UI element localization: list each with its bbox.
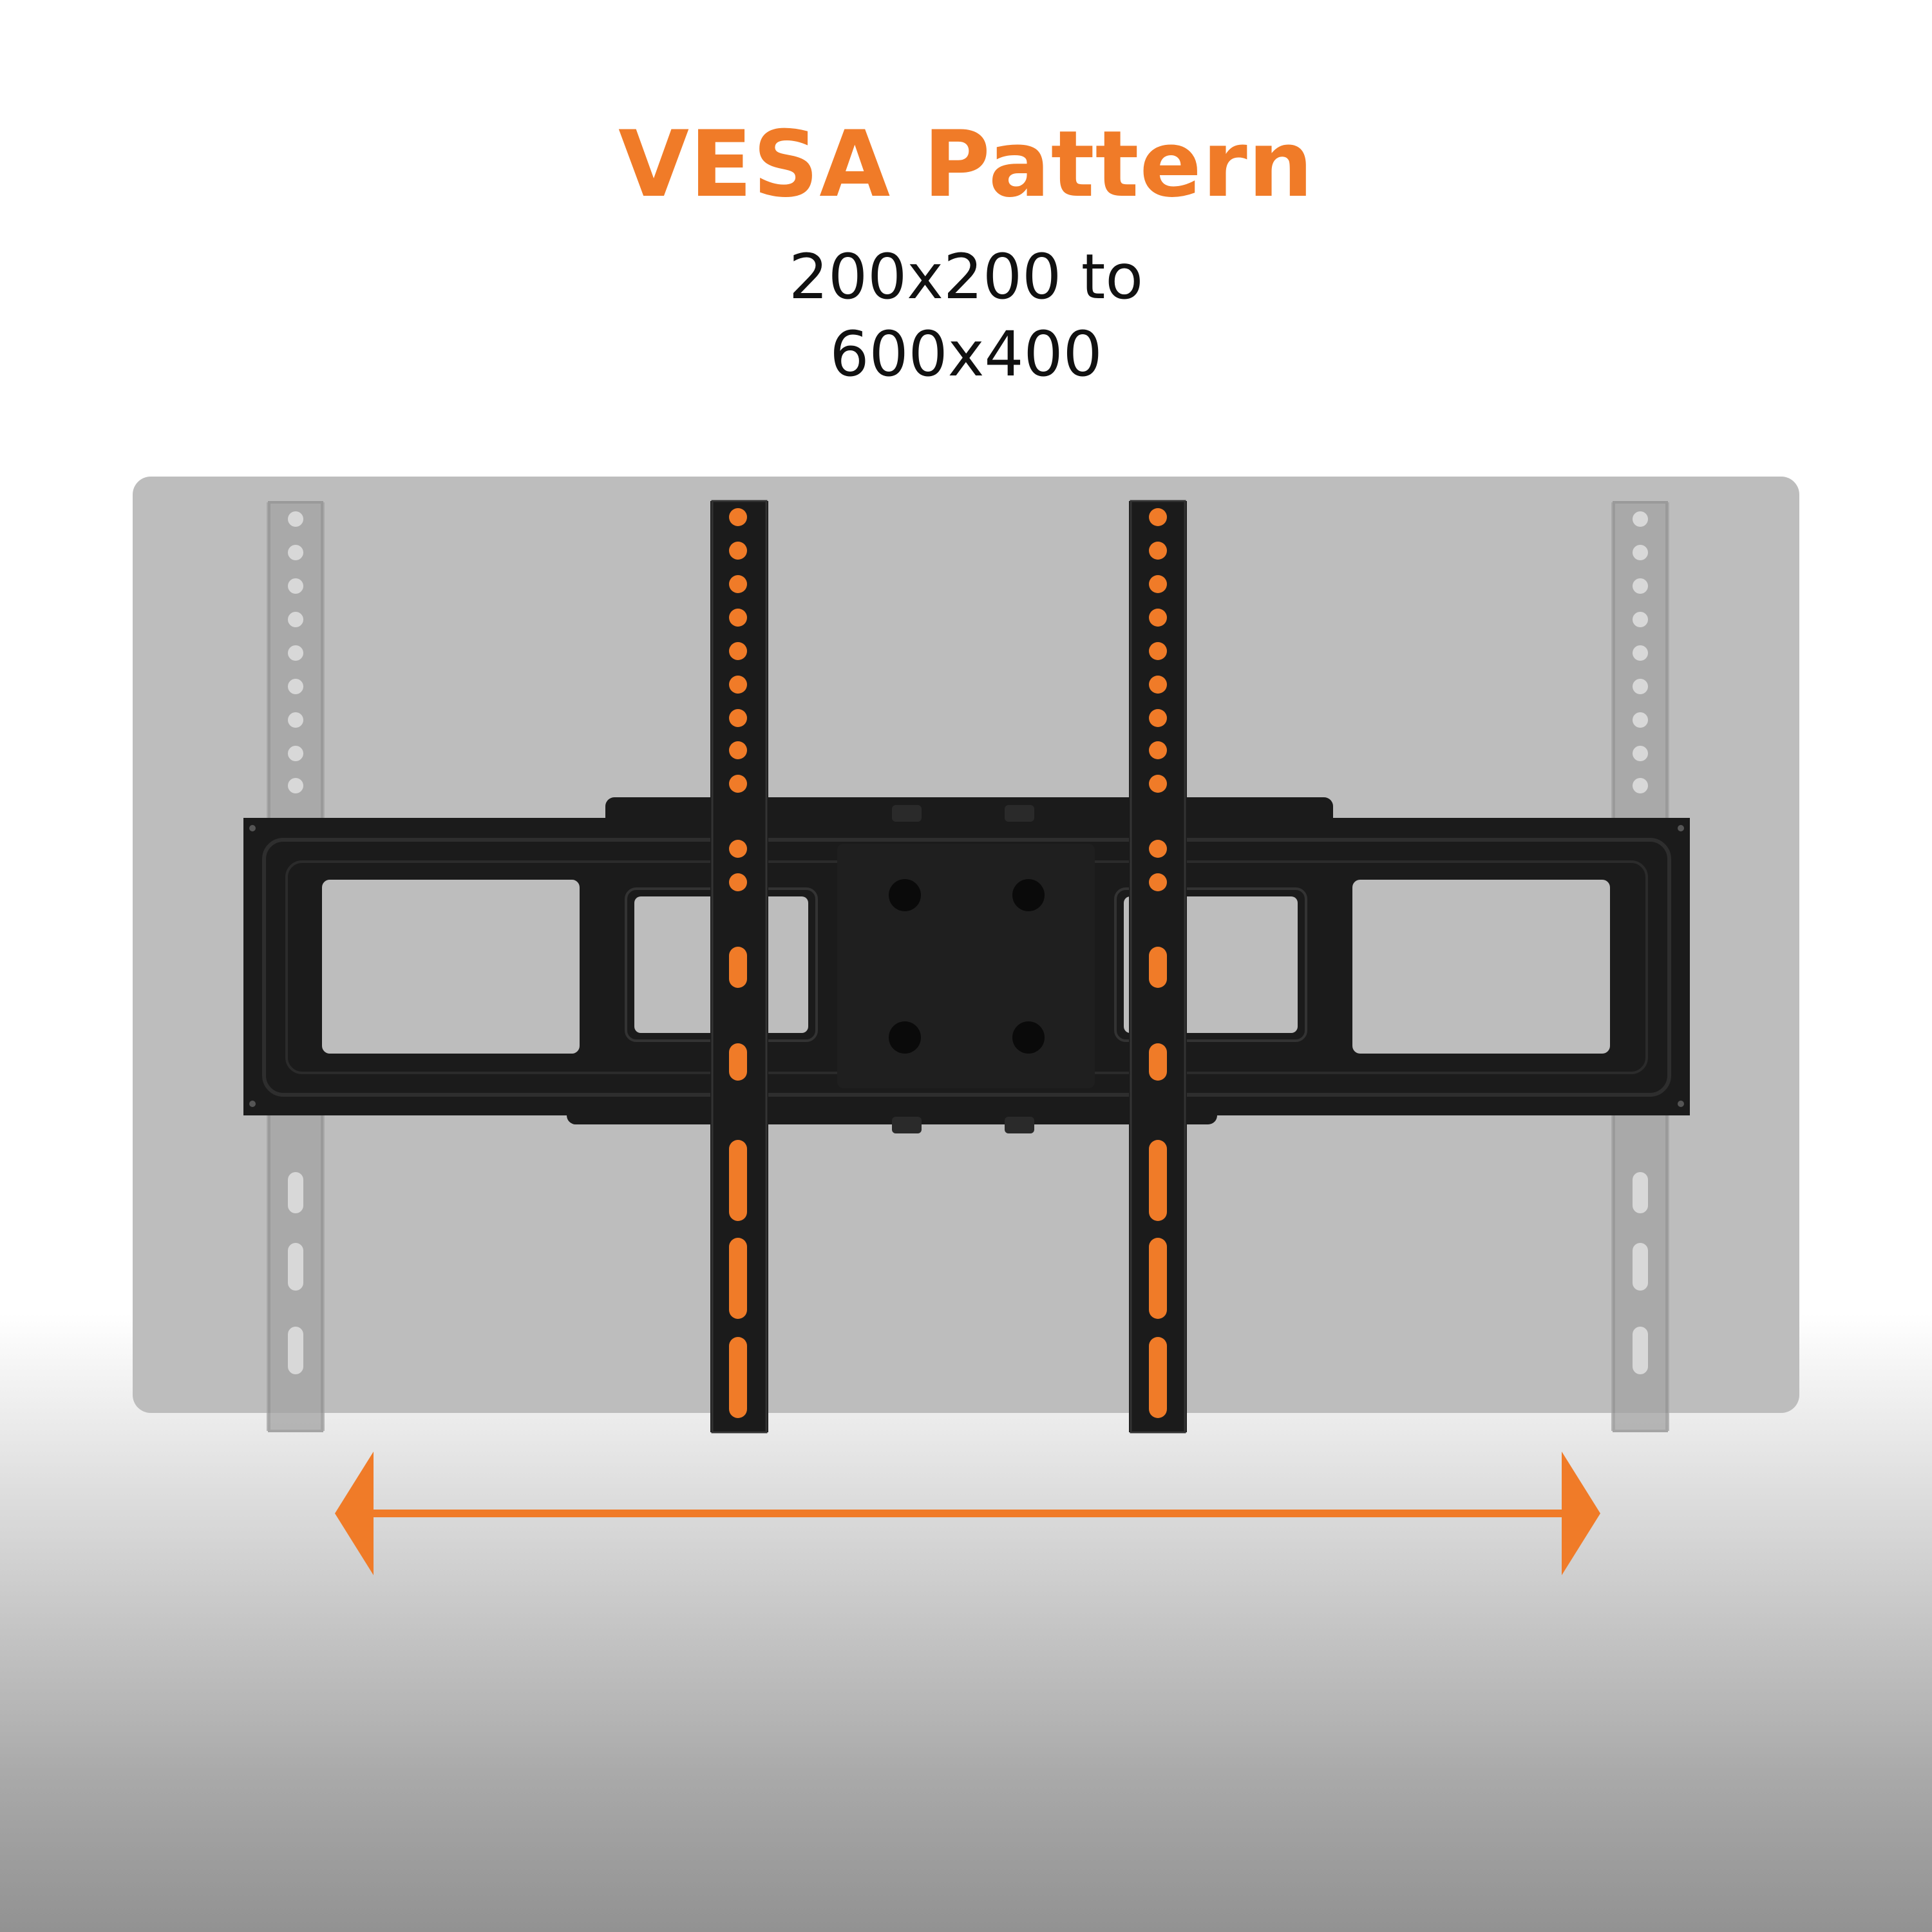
headline-vesa-pattern: VESA Pattern	[618, 111, 1314, 218]
vertical-arm-right	[1129, 500, 1187, 1434]
vesa-range-line-2: 600x400	[829, 318, 1103, 390]
horizontal-mount-bracket	[243, 797, 1690, 1133]
vertical-arm-left	[710, 500, 768, 1434]
double-headed-horizontal-arrow-icon	[335, 1452, 1600, 1575]
vesa-range-line-1: 200x200 to	[788, 241, 1144, 313]
mounting-bolt-icon	[889, 879, 1045, 1054]
